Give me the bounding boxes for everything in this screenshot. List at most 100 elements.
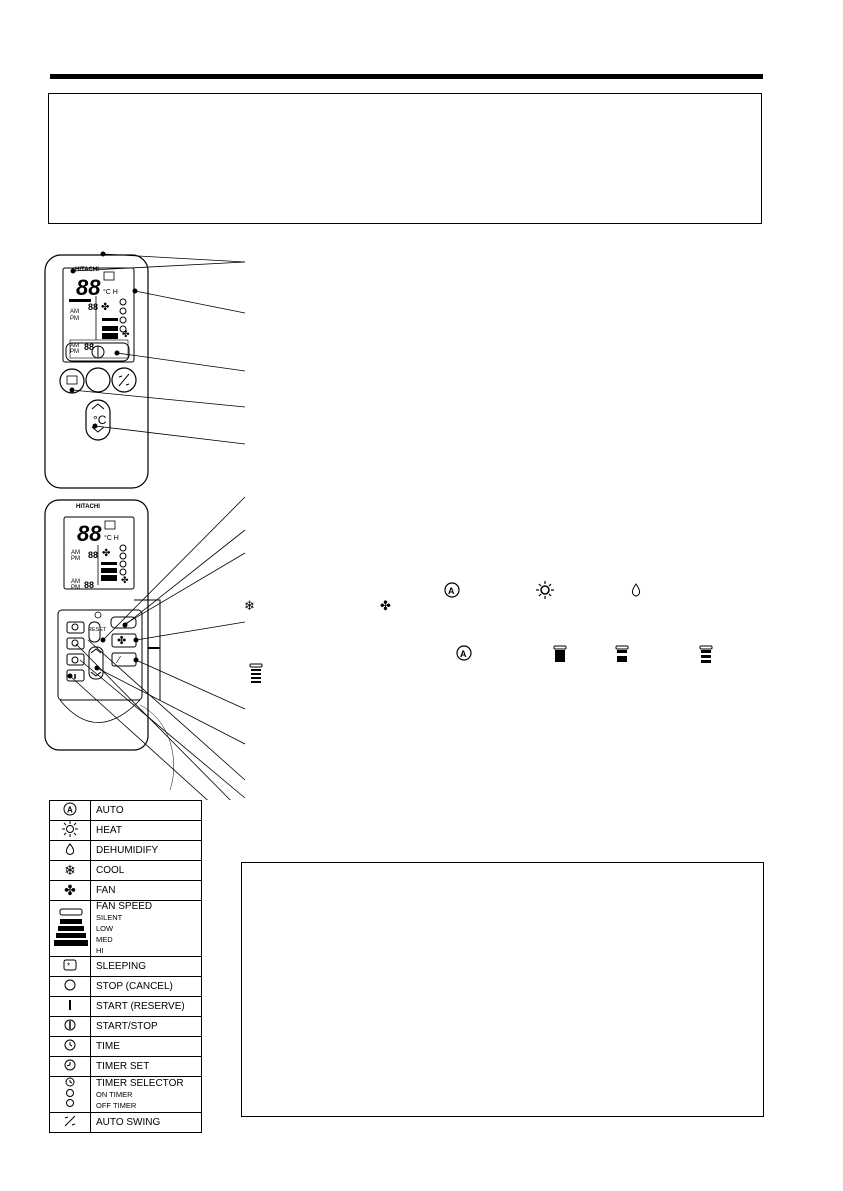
- svg-text:PM: PM: [71, 556, 80, 562]
- remote-open-display-marks: ✤ AM PM AM PM 88 88 ✤ ✤ ⁄: [71, 520, 129, 679]
- legend-row: FAN SPEED SILENT LOW MED HI: [49, 900, 202, 957]
- legend-sub-label: HI: [96, 946, 104, 955]
- fan-speed-icon: [54, 908, 88, 946]
- legend-label: STOP (CANCEL): [96, 981, 173, 992]
- start-icon: [69, 1000, 71, 1010]
- legend-label: START (RESERVE): [96, 1001, 185, 1012]
- svg-text:88: 88: [84, 342, 94, 352]
- svg-text:✤: ✤: [102, 548, 110, 559]
- svg-text:AM: AM: [70, 309, 79, 315]
- legend-row: STOP (CANCEL): [49, 976, 202, 997]
- legend-row: HEAT: [49, 820, 202, 841]
- svg-text:✤: ✤: [117, 635, 126, 647]
- legend-label: COOL: [96, 865, 125, 876]
- legend-row: START (RESERVE): [49, 996, 202, 1017]
- legend-label: HEAT: [96, 825, 122, 836]
- svg-text:AM: AM: [70, 343, 79, 349]
- legend-label: TIMER SET: [96, 1061, 150, 1072]
- auto-icon: A: [456, 645, 472, 661]
- legend-label: FAN: [96, 885, 116, 896]
- fan-speed-icons-row: A: [249, 645, 713, 683]
- remote-closed-temp-button: °C: [93, 413, 107, 427]
- legend-sub-label: SILENT: [96, 913, 123, 922]
- top-rule: [50, 74, 763, 79]
- dehumidify-icon: [631, 583, 641, 597]
- auto-swing-icon: [64, 1115, 76, 1127]
- auto-icon: A: [63, 802, 77, 816]
- svg-text:PM: PM: [70, 349, 79, 355]
- fan-speed-low-icon: [699, 645, 713, 663]
- remote-open-reset: RESET: [88, 627, 107, 633]
- legend-label: SLEEPING: [96, 961, 147, 972]
- remote-illustration: ✤ AM PM AM PM 88 88 ✤ HITACHI 88 °C H °C: [44, 251, 713, 800]
- legend-row: TIMER SELECTOR ON TIMER OFF TIMER: [49, 1076, 202, 1113]
- leader-dots: [67, 251, 139, 679]
- svg-text:88: 88: [88, 302, 98, 312]
- remote-open-unit: °C H: [104, 534, 119, 542]
- legend-label: FAN SPEED: [96, 901, 153, 912]
- svg-text:PM: PM: [71, 585, 80, 591]
- heat-icon: [536, 581, 554, 599]
- legend-sub-label: ON TIMER: [96, 1090, 133, 1099]
- legend-label: TIME: [96, 1041, 120, 1052]
- svg-text:⁄: ⁄: [115, 655, 121, 666]
- timer-set-icon: [64, 1059, 76, 1071]
- legend-label: DEHUMIDIFY: [96, 845, 159, 856]
- svg-text:✤: ✤: [122, 329, 130, 339]
- svg-text:88: 88: [84, 580, 94, 590]
- legend-row: ❄ COOL: [49, 860, 202, 881]
- legend-sub-label: LOW: [96, 924, 114, 933]
- legend-label: AUTO: [96, 805, 124, 816]
- leader-lines: [69, 253, 246, 800]
- svg-text:✤: ✤: [121, 575, 129, 585]
- legend-sub-label: MED: [96, 935, 113, 944]
- notice-box: [48, 93, 762, 224]
- start-stop-icon: [64, 1019, 76, 1031]
- svg-text:✤: ✤: [101, 302, 109, 313]
- svg-text:A: A: [448, 586, 455, 596]
- sleeping-icon: *: [63, 959, 77, 971]
- legend-row: DEHUMIDIFY: [49, 840, 202, 861]
- legend-row: ✤ FAN: [49, 880, 202, 901]
- cool-icon: ❄: [64, 862, 76, 878]
- stop-icon: [64, 979, 76, 991]
- cool-icon: ❄: [244, 598, 255, 613]
- auto-icon: A: [444, 582, 460, 598]
- legend-row: * SLEEPING: [49, 956, 202, 977]
- svg-text:A: A: [460, 649, 467, 659]
- svg-text:AM: AM: [71, 579, 80, 585]
- svg-text:AM: AM: [71, 550, 80, 556]
- legend-row: TIMER SET: [49, 1056, 202, 1077]
- legend-row: START/STOP: [49, 1016, 202, 1037]
- legend-table: A AUTO HEAT DEHUMIDIFY ❄ COOL ✤ FAN FAN …: [49, 800, 202, 1133]
- legend-label: TIMER SELECTOR: [96, 1078, 184, 1089]
- heat-icon: [62, 821, 78, 837]
- fan-icon: ✤: [64, 882, 76, 898]
- mode-icons-row: A ❄ ✤: [244, 581, 641, 613]
- svg-text:PM: PM: [70, 316, 79, 322]
- svg-text:88: 88: [88, 550, 98, 560]
- legend-row: AUTO SWING: [49, 1112, 202, 1133]
- fan-icon: ✤: [380, 598, 391, 613]
- dehumidify-icon: [65, 843, 75, 855]
- svg-text:A: A: [67, 806, 73, 815]
- legend-row: A AUTO: [49, 800, 202, 821]
- legend-label: AUTO SWING: [96, 1117, 161, 1128]
- legend-label: START/STOP: [96, 1021, 158, 1032]
- remote-closed-temp: 88: [76, 275, 101, 300]
- timer-selector-icon: [65, 1077, 75, 1107]
- notes-box: [241, 862, 764, 1117]
- legend-sub-label: OFF TIMER: [96, 1101, 137, 1110]
- remote-closed: [44, 254, 149, 489]
- remote-closed-display-marks: ✤ AM PM AM PM 88 88 ✤: [69, 271, 130, 355]
- remote-open-brand: HITACHI: [76, 504, 100, 510]
- fan-speed-silent-icon: [249, 663, 263, 683]
- svg-text:*: *: [67, 962, 70, 971]
- remote-open-temp: 88: [77, 521, 102, 546]
- remote-open: [44, 499, 174, 791]
- legend-row: TIME: [49, 1036, 202, 1057]
- fan-speed-hi-icon: [553, 645, 567, 662]
- time-icon: [64, 1039, 76, 1051]
- fan-speed-med-icon: [615, 645, 629, 662]
- remote-closed-unit: °C H: [103, 288, 118, 296]
